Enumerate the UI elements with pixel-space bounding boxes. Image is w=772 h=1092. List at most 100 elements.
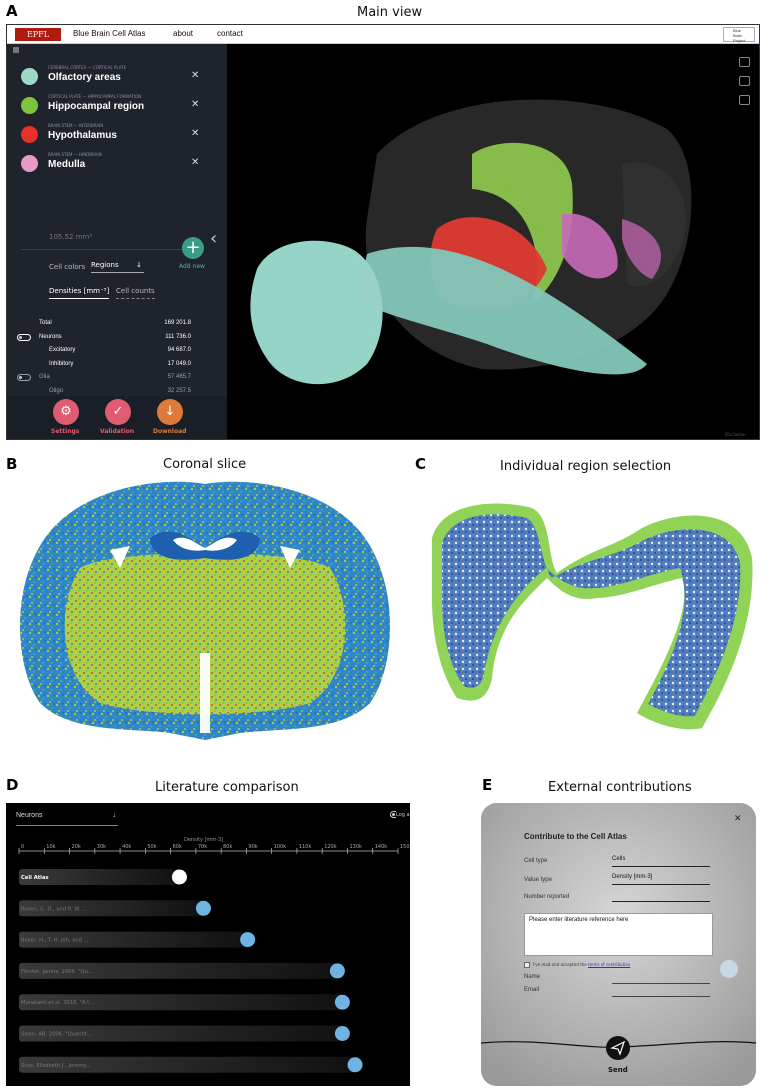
stat-label: Neurons — [39, 333, 62, 340]
chevron-down-icon: ↓ — [136, 261, 142, 269]
region-item[interactable]: CEREBRAL CORTEX — CORTICAL PLATE Olfacto… — [21, 64, 211, 88]
send-button[interactable] — [606, 1036, 630, 1060]
remove-region-icon[interactable]: ✕ — [191, 70, 200, 81]
stat-value: 94 687.0 — [167, 347, 191, 353]
tab-densities[interactable]: Densities [mm⁻³] — [49, 287, 110, 299]
add-region-label[interactable]: Add new — [179, 263, 205, 270]
panel-a-letter: A — [6, 2, 18, 20]
reference-value-marker — [240, 932, 256, 948]
add-region-button[interactable]: + — [182, 237, 204, 259]
x-tick-label: 70k — [198, 844, 207, 850]
reference-value-marker — [171, 869, 187, 885]
remove-region-icon[interactable]: ✕ — [191, 157, 200, 168]
collapse-chevron-icon[interactable]: ‹ — [210, 228, 218, 249]
reference-bar — [19, 994, 343, 1011]
visibility-toggle[interactable] — [17, 374, 31, 381]
region-path: CEREBRAL CORTEX — CORTICAL PLATE — [48, 65, 127, 70]
validation-button[interactable]: ✓ — [105, 399, 131, 425]
email-field[interactable] — [612, 996, 710, 997]
region-item[interactable]: BRAIN STEM — INTERBRAIN Hypothalamus ✕ — [21, 122, 211, 146]
bbp-logo-line: Blue — [733, 28, 742, 33]
tab-cell-counts[interactable]: Cell counts — [116, 287, 155, 299]
stat-row: Oligo 32 257.5 — [21, 388, 191, 398]
panel-e-letter: E — [482, 776, 493, 794]
cell-colors-value: Regions — [91, 261, 119, 269]
reference-label: Cell Atlas — [21, 875, 49, 881]
screenshot-icon[interactable] — [739, 57, 750, 67]
value-type-field[interactable]: Density [mm-3] — [612, 874, 710, 885]
region-color-swatch[interactable] — [21, 155, 38, 172]
remove-region-icon[interactable]: ✕ — [191, 128, 200, 139]
stat-label: Glia — [39, 374, 50, 380]
cell-type-dropdown[interactable]: Neurons ↓ — [16, 812, 118, 826]
region-name: Olfactory areas — [48, 72, 121, 83]
literature-reference-textarea[interactable]: Please enter literature reference here — [524, 913, 713, 956]
stat-label: Inhibitory — [49, 360, 74, 367]
stat-value: 17 049.0 — [167, 360, 191, 367]
name-field[interactable] — [612, 983, 710, 984]
cell-type-field[interactable]: Cells — [612, 856, 710, 867]
x-tick-label: 20k — [72, 844, 81, 850]
log-axis-label[interactable]: Log axis — [396, 812, 410, 818]
terms-checkbox[interactable] — [524, 962, 530, 968]
settings-button[interactable]: ⚙ — [53, 399, 79, 425]
blue-brain-project-logo[interactable]: Blue Brain Project — [723, 27, 755, 43]
region-item[interactable]: BRAIN STEM — HINDBRAIN Medulla ✕ — [21, 151, 211, 175]
3d-viewer[interactable]: Disclaimer — [227, 44, 759, 439]
bbp-logo-line: Project — [733, 38, 746, 43]
app-title[interactable]: Blue Brain Cell Atlas — [73, 29, 146, 38]
panel-b-title: Coronal slice — [163, 457, 247, 472]
nav-about-link[interactable]: about — [173, 29, 194, 38]
region-path: BRAIN STEM — INTERBRAIN — [48, 123, 104, 128]
x-tick-label: 140k — [375, 844, 388, 850]
stat-value: 169 201.8 — [164, 320, 191, 326]
sidebar-collapse-handle[interactable] — [13, 47, 19, 53]
download-label[interactable]: Download — [153, 428, 187, 435]
share-icon[interactable] — [739, 76, 750, 86]
epfl-logo[interactable]: EPFL — [15, 28, 61, 41]
visibility-toggle[interactable] — [17, 333, 31, 341]
x-tick-label: 120k — [324, 844, 337, 850]
region-path: BRAIN STEM — HINDBRAIN — [48, 152, 102, 157]
send-label[interactable]: Send — [608, 1066, 628, 1074]
region-color-swatch[interactable] — [21, 68, 38, 85]
panel-a-title: Main view — [357, 5, 423, 20]
stat-value: 32 257.5 — [167, 387, 191, 394]
close-icon[interactable]: ✕ — [734, 814, 742, 824]
remove-region-icon[interactable]: ✕ — [191, 99, 200, 110]
number-reported-label: Number reported — [524, 894, 570, 900]
validation-label[interactable]: Validation — [100, 428, 135, 435]
value-type-label: Value type — [524, 877, 552, 883]
x-tick-label: 100k — [274, 844, 287, 850]
reference-value-marker — [195, 900, 211, 916]
name-label: Name — [524, 974, 541, 980]
region-name: Medulla — [48, 159, 86, 170]
download-button[interactable]: ↓ — [157, 399, 183, 425]
top-navbar: EPFL Blue Brain Cell Atlas about contact… — [7, 25, 759, 44]
region-color-swatch[interactable] — [21, 126, 38, 143]
x-tick-label: 40k — [122, 844, 131, 850]
selection-volume: 105.52 mm³ — [49, 233, 93, 241]
terms-consent-text: I've read and accepted the — [533, 962, 587, 967]
cell-type-label: Cell type — [524, 858, 548, 864]
panel-c-letter: C — [415, 455, 427, 473]
region-item[interactable]: CORTICAL PLATE — HIPPOCAMPAL FORMATION H… — [21, 93, 211, 117]
reference-value-marker — [329, 963, 345, 979]
reference-label: Siow, Elizabeth J., Jeremy... — [21, 1063, 91, 1069]
number-reported-field[interactable] — [612, 891, 710, 902]
cell-colors-dropdown[interactable]: Regions ↓ — [91, 261, 144, 273]
reference-bar — [19, 1025, 343, 1042]
region-color-swatch[interactable] — [21, 97, 38, 114]
view-options-icon[interactable] — [739, 95, 750, 105]
terms-link[interactable]: terms of contribution — [588, 962, 631, 967]
disclaimer-link[interactable]: Disclaimer — [725, 432, 747, 437]
settings-label[interactable]: Settings — [51, 428, 80, 435]
reference-value-marker — [334, 1026, 350, 1041]
nav-contact-link[interactable]: contact — [217, 29, 243, 38]
x-tick-label: 80k — [223, 844, 232, 850]
stat-label: Oligo — [49, 387, 64, 394]
